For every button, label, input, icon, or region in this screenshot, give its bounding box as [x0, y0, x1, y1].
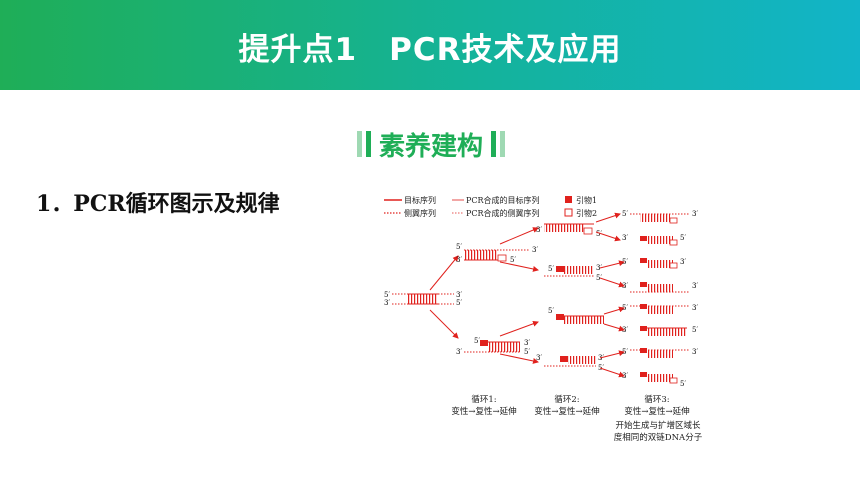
end-label: 3′ [622, 234, 628, 242]
cycle3-strand: 3′ 5′ [622, 326, 698, 336]
badge-bar-right-dark [491, 131, 496, 157]
primer1-swatch [565, 196, 572, 203]
end-label: 3′ [456, 291, 462, 299]
end-label: 3′ [692, 282, 698, 290]
end-label: 5′ [622, 348, 628, 356]
end-label: 5′ [384, 291, 390, 299]
cycle2-name: 循环2: [554, 394, 579, 405]
cycle2-steps: 变性→复性→延伸 [534, 406, 599, 417]
cycle3-strand: 5′ 3′ [622, 258, 686, 269]
end-label: 3′ [524, 339, 530, 347]
end-label: 5′ [474, 337, 480, 345]
section-label: 素养建构 [378, 131, 483, 162]
cycle3-steps: 变性→复性→延伸 [624, 406, 689, 417]
cycle3-strand: 3′ 3′ [622, 282, 698, 293]
end-label: 3′ [692, 210, 698, 218]
header-banner: 提升点1 PCR技术及应用 [0, 0, 860, 90]
cycle1-steps: 变性→复性→延伸 [451, 406, 516, 417]
end-label: 5′ [524, 348, 530, 356]
end-label: 5′ [622, 258, 628, 266]
end-label: 5′ [456, 243, 462, 251]
template-dna: 5′ 3′ 3′ 5′ [384, 291, 462, 307]
cycle2-strand-2: 5′ 3′ 5′ [544, 264, 602, 282]
end-label: 5′ [622, 210, 628, 218]
end-label: 3′ [536, 354, 542, 362]
legend-flank-label: 侧翼序列 [404, 208, 436, 218]
end-label: 3′ [536, 226, 542, 234]
end-label: 3′ [456, 256, 462, 264]
section-badge: 素养建构 [340, 124, 522, 164]
pcr-cycle-diagram: 目标序列 PCR合成的目标序列 引物1 侧翼序列 PCR合成的侧翼序列 引物2 … [384, 195, 703, 443]
cycle2-strand-4: 3′ 3′ 5′ [536, 354, 604, 372]
cycle1-name: 循环1: [471, 394, 496, 405]
legend-primer2-label: 引物2 [576, 208, 597, 218]
end-label: 3′ [622, 372, 628, 380]
cycle2-strand-3: 5′ [548, 307, 604, 324]
cycle3-name: 循环3: [644, 394, 669, 405]
legend-pcr-target-label: PCR合成的目标序列 [466, 195, 540, 205]
end-label: 3′ [692, 348, 698, 356]
end-label: 3′ [622, 282, 628, 290]
end-label: 5′ [622, 304, 628, 312]
badge-bar-left-dark [365, 131, 371, 157]
cycle3-strand: 3′ 5′ [622, 372, 686, 388]
cycle3-strand: 5′ 3′ [622, 348, 698, 358]
end-label: 5′ [596, 230, 602, 238]
cycle3-strand: 3′ 5′ [622, 234, 686, 246]
end-label: 3′ [692, 304, 698, 312]
legend-primer1-label: 引物1 [576, 195, 597, 205]
end-label: 5′ [692, 326, 698, 334]
cycle2-strand-1: 3′ 5′ [536, 223, 602, 238]
page-title: 提升点1 PCR技术及应用 [238, 32, 622, 68]
cycle-captions: 循环1: 变性→复性→延伸 循环2: 变性→复性→延伸 循环3: 变性→复性→延… [451, 394, 702, 443]
end-label: 3′ [622, 326, 628, 334]
cycle1-upper-strand: 5′ 3′ 3′ 5′ [456, 243, 538, 264]
badge-bar-right-light [500, 131, 505, 157]
end-label: 5′ [456, 299, 462, 307]
legend-target-label: 目标序列 [404, 195, 436, 205]
cycle3-strand: 5′ 3′ [622, 210, 698, 224]
end-label: 3′ [456, 348, 462, 356]
end-label: 3′ [596, 264, 602, 272]
note-line1: 开始生成与扩增区域长 [615, 420, 701, 431]
cycle3-strand: 5′ 3′ [622, 304, 698, 314]
end-label: 5′ [680, 380, 686, 388]
end-label: 5′ [596, 274, 602, 282]
end-label: 5′ [680, 234, 686, 242]
end-label: 3′ [532, 246, 538, 254]
legend: 目标序列 PCR合成的目标序列 引物1 侧翼序列 PCR合成的侧翼序列 引物2 [384, 195, 597, 218]
badge-bar-left-light [356, 131, 362, 157]
end-label: 5′ [548, 265, 554, 273]
primer2-swatch [564, 208, 573, 217]
cycle3-products: 5′ 3′ 3′ 5′ 5′ 3′ 3′ 3′ 5′ [622, 210, 698, 388]
legend-pcr-flank-label: PCR合成的侧翼序列 [466, 208, 540, 218]
end-label: 3′ [680, 258, 686, 266]
note-line2: 度相同的双链DNA分子 [614, 432, 703, 443]
end-label: 5′ [548, 307, 554, 315]
end-label: 5′ [510, 256, 516, 264]
cycle1-lower-strand: 5′ 3′ 3′ 5′ [456, 337, 530, 356]
point-title: 1．PCR循环图示及规律 [36, 191, 280, 217]
end-label: 3′ [384, 299, 390, 307]
